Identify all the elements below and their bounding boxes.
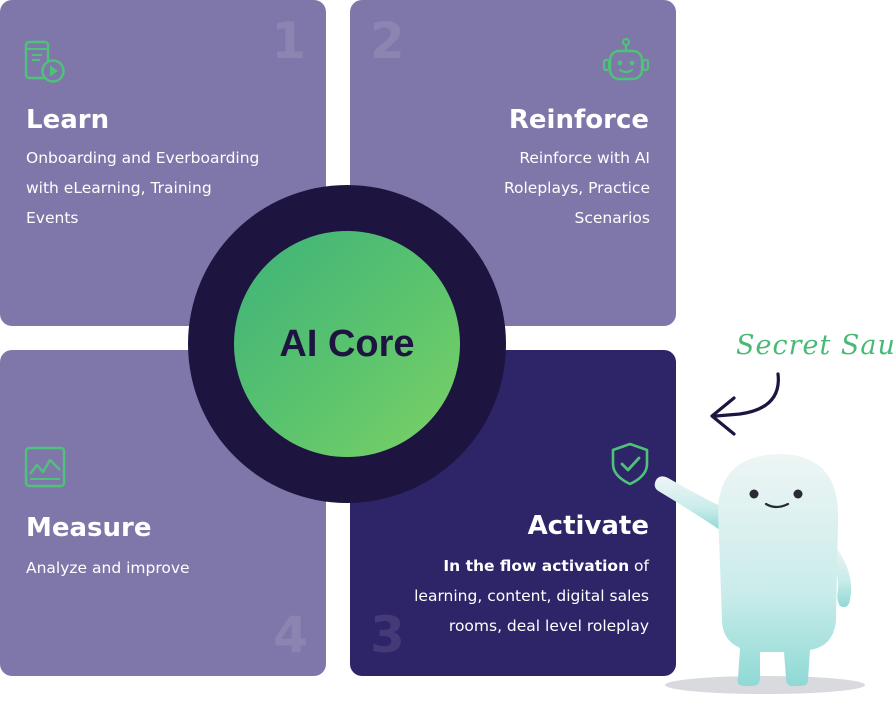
card-title: Learn xyxy=(26,105,110,135)
desc-line: Analyze and improve xyxy=(26,559,190,577)
desc-line: Roleplays, Practice xyxy=(503,179,650,197)
card-description: Analyze and improve xyxy=(26,553,190,583)
card-title: Reinforce xyxy=(508,105,649,135)
card-description: Reinforce with AI Roleplays, Practice Sc… xyxy=(504,143,650,233)
shield-check-icon xyxy=(611,442,649,486)
card-title: Activate xyxy=(527,511,649,541)
desc-line: Events xyxy=(26,209,79,227)
desc-line: In the flow activation of xyxy=(414,551,649,581)
desc-line-rest: of xyxy=(629,557,649,575)
mascot-character xyxy=(654,454,865,694)
ai-core-circle: AI Core xyxy=(234,231,460,457)
ai-core-label: AI Core xyxy=(279,322,415,365)
desc-line: rooms, deal level roleplay xyxy=(448,617,649,635)
robot-icon xyxy=(602,38,650,81)
desc-line: Onboarding and Everboarding xyxy=(26,149,260,167)
card-number: 1 xyxy=(271,12,306,70)
mobile-video-icon xyxy=(24,40,65,83)
desc-line: learning, content, digital sales xyxy=(414,587,649,605)
card-number: 2 xyxy=(370,12,405,70)
card-number: 3 xyxy=(370,606,405,664)
desc-line: Reinforce with AI xyxy=(519,149,650,167)
card-description: Onboarding and Everboarding with eLearni… xyxy=(26,143,259,233)
card-number: 4 xyxy=(273,606,308,664)
desc-line: Scenarios xyxy=(574,209,650,227)
chart-icon xyxy=(24,446,66,488)
secret-sauce-label: Secret Sauce xyxy=(736,330,896,361)
card-learn: 1 Learn Onboarding and Everboarding with… xyxy=(0,0,326,326)
card-description: In the flow activation of learning, cont… xyxy=(414,551,649,641)
curved-arrow-icon xyxy=(710,372,780,436)
desc-line: with eLearning, Training xyxy=(26,179,212,197)
desc-bold-lead: In the flow activation xyxy=(443,557,630,575)
card-title: Measure xyxy=(26,513,152,543)
